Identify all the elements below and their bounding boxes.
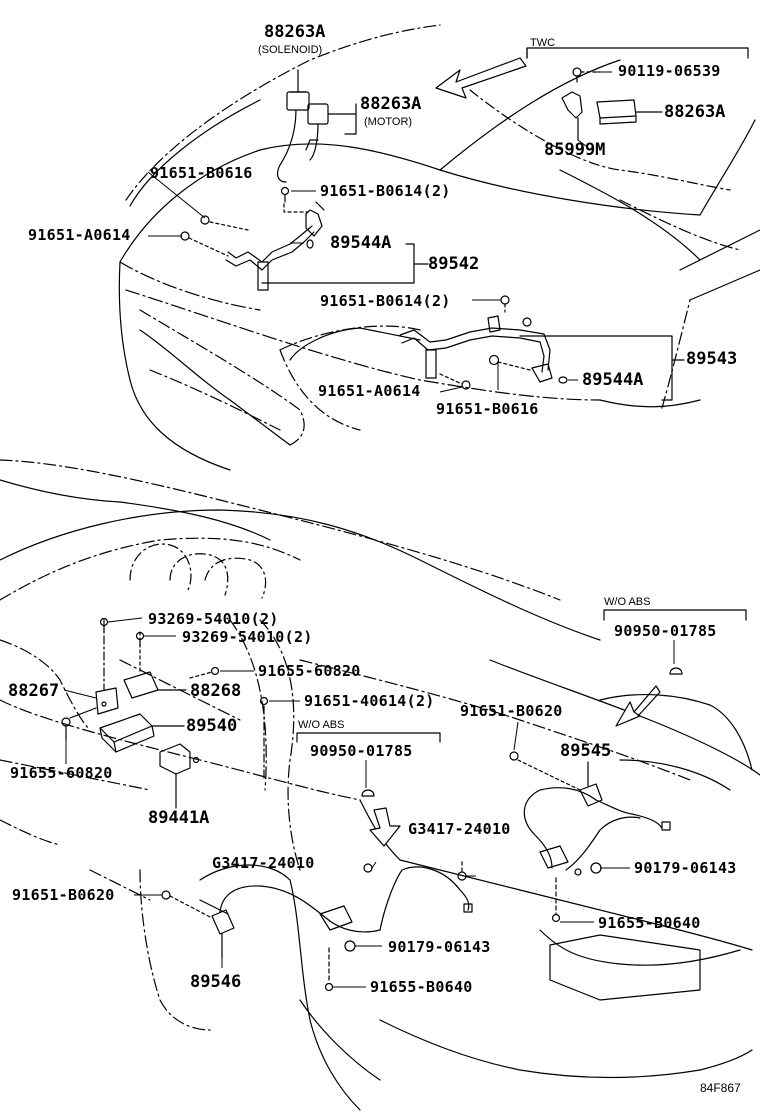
solenoid-component bbox=[286, 69, 310, 111]
label-90179-06143-a: 90179-06143 bbox=[634, 859, 737, 877]
label-89540: 89540 bbox=[186, 716, 238, 736]
wo-abs-bracket-2 bbox=[296, 732, 441, 743]
arrow-front-left bbox=[369, 807, 401, 847]
motor-component bbox=[307, 103, 357, 135]
label-91655-b0640-b: 91655-B0640 bbox=[370, 978, 473, 996]
label-90950-01785-a: 90950-01785 bbox=[614, 622, 717, 640]
label-89544a-a: 89544A bbox=[330, 233, 392, 253]
wo-abs-bracket-1 bbox=[603, 609, 747, 621]
abs-sensor-89545 bbox=[509, 751, 671, 923]
label-89542: 89542 bbox=[428, 254, 480, 274]
label-91651-b0620-b: 91651-B0620 bbox=[12, 886, 115, 904]
label-90119-06539: 90119-06539 bbox=[618, 62, 721, 80]
solenoid-lines bbox=[276, 109, 319, 183]
label-88263a-twc: 88263A bbox=[664, 102, 726, 122]
connector-89544a-a bbox=[306, 239, 314, 249]
label-91655-b0640-a: 91655-B0640 bbox=[598, 914, 701, 932]
plug-90950-b bbox=[361, 789, 375, 797]
label-91655-60820-a: 91655-60820 bbox=[258, 662, 361, 680]
harness-89543 bbox=[399, 315, 553, 383]
clip-upper-right bbox=[522, 317, 532, 327]
bracket-88267 bbox=[69, 619, 119, 719]
label-motor: (MOTOR) bbox=[364, 116, 413, 128]
label-91651-a0614-a: 91651-A0614 bbox=[28, 226, 131, 244]
bracket-85999m bbox=[561, 91, 583, 141]
label-90179-06143-b: 90179-06143 bbox=[388, 938, 491, 956]
bolt-90119 bbox=[572, 67, 601, 83]
bolts-lower-left bbox=[61, 617, 269, 781]
bolt-91651-b0616-b bbox=[488, 354, 531, 371]
label-91651-b0614-a: 91651-B0614(2) bbox=[320, 182, 451, 200]
plug-90950-a bbox=[669, 667, 683, 675]
label-88268: 88268 bbox=[190, 681, 242, 701]
twc-bracket bbox=[526, 47, 749, 59]
label-91651-a0614-b: 91651-A0614 bbox=[318, 382, 421, 400]
bolt-91651-a0614-a bbox=[180, 231, 229, 257]
label-85999m: 85999M bbox=[544, 140, 606, 160]
label-89546: 89546 bbox=[190, 972, 242, 992]
label-91651-b0616-b: 91651-B0616 bbox=[436, 400, 539, 418]
bolt-91651-a0614-b bbox=[439, 373, 471, 390]
label-g3417-24010-a: G3417-24010 bbox=[408, 820, 511, 838]
label-solenoid: (SOLENOID) bbox=[258, 44, 323, 56]
label-wo-abs-2: W/O ABS bbox=[298, 719, 345, 731]
lower-car-body bbox=[0, 459, 760, 1111]
upper-car-body bbox=[118, 24, 760, 471]
sensor-89441a bbox=[159, 743, 200, 809]
bracket-89543 bbox=[519, 335, 685, 401]
label-88263a-motor: 88263A bbox=[360, 94, 422, 114]
label-93269-54010-b: 93269-54010(2) bbox=[182, 628, 313, 646]
label-88263a-solenoid: 88263A bbox=[264, 22, 326, 42]
label-88267: 88267 bbox=[8, 681, 60, 701]
label-91651-b0614-b: 91651-B0614(2) bbox=[320, 292, 451, 310]
arrow-front-right bbox=[615, 685, 661, 727]
label-91651-b0616-a: 91651-B0616 bbox=[150, 164, 253, 182]
bolt-91651-b0616-a bbox=[200, 215, 249, 231]
ecu-89540 bbox=[99, 713, 185, 753]
label-91651-b0620-a: 91651-B0620 bbox=[460, 702, 563, 720]
label-91651-40614: 91651-40614(2) bbox=[304, 692, 435, 710]
label-89543: 89543 bbox=[686, 349, 738, 369]
bracket-88268 bbox=[123, 631, 187, 699]
label-91655-60820-b: 91655-60820 bbox=[10, 764, 113, 782]
harness-89542 bbox=[225, 201, 325, 291]
twc-module bbox=[596, 99, 663, 125]
label-89441a: 89441A bbox=[148, 808, 210, 828]
figure-code: 84F867 bbox=[700, 1081, 741, 1095]
label-g3417-24010-b: G3417-24010 bbox=[212, 854, 315, 872]
label-89544a-b: 89544A bbox=[582, 370, 644, 390]
label-twc: TWC bbox=[530, 37, 556, 49]
label-wo-abs-1: W/O ABS bbox=[604, 596, 651, 608]
label-93269-54010-a: 93269-54010(2) bbox=[148, 610, 279, 628]
label-90950-01785-b: 90950-01785 bbox=[310, 742, 413, 760]
bolt-91651-b0614-a bbox=[280, 186, 309, 213]
bolt-91651-b0614-b bbox=[500, 295, 510, 313]
label-89545: 89545 bbox=[560, 741, 612, 761]
connector-89544a-b bbox=[558, 376, 568, 384]
bracket-89542 bbox=[261, 243, 429, 284]
